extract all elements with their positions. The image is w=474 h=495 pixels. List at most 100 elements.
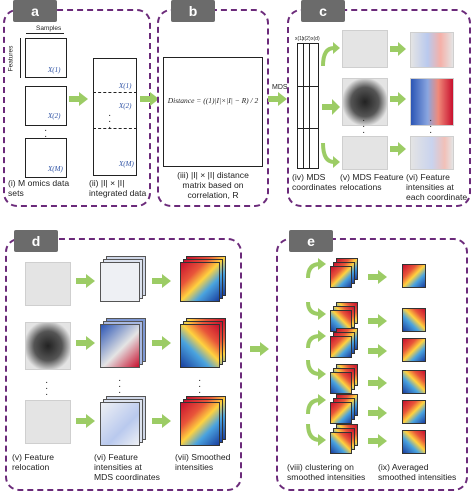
panel-a — [3, 9, 151, 207]
matrix-x2-label: X(2) — [48, 112, 61, 120]
d-stack-2-tile-1 — [100, 324, 140, 368]
caption-ix-line2: smoothed intensities — [378, 472, 457, 482]
int-ellipsis: ··· — [108, 110, 112, 133]
d-scatter-1 — [25, 262, 71, 306]
int-x1-label: X(1) — [119, 82, 132, 90]
caption-vi-c-line2: intensities at — [406, 182, 454, 192]
matrix-x1 — [25, 38, 67, 78]
caption-vi-d: (vi) Feature intensities at MDS coordina… — [94, 452, 160, 482]
avg-map-3 — [402, 338, 426, 362]
d-scatter-2 — [25, 322, 71, 370]
mds-col-x1: x(1) — [295, 36, 304, 42]
integrated-divider-1 — [93, 92, 137, 93]
mds-coordinates-matrix — [297, 43, 319, 169]
mds-scatter-1 — [342, 30, 388, 68]
samples-label: Samples — [36, 25, 62, 32]
caption-iii-line2: matrix based on — [182, 180, 244, 190]
intensity-scatter-3 — [410, 136, 454, 170]
caption-vi-c-line1: (vi) Feature — [406, 172, 450, 182]
d-ellipsis-1: ··· — [45, 377, 49, 400]
panel-e — [276, 238, 468, 491]
panel-tag-e: e — [289, 230, 333, 252]
arrow-d-to-e — [250, 342, 269, 356]
mds-col-line-2 — [309, 43, 310, 169]
panel-tag-d: d — [14, 230, 58, 252]
caption-iv-line2: coordinates — [292, 182, 337, 192]
arrow-b-to-c — [268, 92, 287, 106]
caption-ix: (ix) Averaged smoothed intensities — [378, 462, 456, 482]
int-x2-label: X(2) — [119, 102, 132, 110]
integrated-divider-2 — [93, 128, 137, 129]
caption-ii: (ii) |I| × |I| integrated data — [89, 178, 146, 198]
mds-row-line-1 — [297, 86, 319, 87]
caption-vii-d-line1: (vii) Smoothed — [175, 452, 231, 462]
caption-vi-d-line3: MDS coordinates — [94, 472, 160, 482]
matrix-x2 — [25, 86, 67, 126]
e-c3-t1 — [330, 336, 352, 358]
caption-v-d-line1: (v) Feature — [12, 452, 55, 462]
arrows-d-col2 — [152, 274, 171, 428]
panel-tag-b: b — [171, 0, 215, 22]
avg-map-1 — [402, 264, 426, 288]
features-axis — [20, 38, 21, 78]
d-smooth-2-tile-1 — [180, 324, 220, 368]
caption-vi-d-line1: (vi) Feature — [94, 452, 138, 462]
caption-iv-line1: (iv) MDS — [292, 172, 326, 182]
d-ellipsis-3: ··· — [198, 375, 202, 398]
caption-iv: (iv) MDS coordinates — [292, 172, 336, 192]
avg-map-6 — [402, 430, 426, 454]
d-stack-1-tile-1 — [100, 262, 140, 302]
caption-vii-d-line2: intensities — [175, 462, 214, 472]
samples-axis — [26, 33, 64, 34]
caption-i: (i) M omics data sets — [8, 178, 69, 198]
caption-viii: (viii) clustering on smoothed intensitie… — [287, 462, 365, 482]
caption-iii-line1: (iii) |I| × |I| distance — [177, 170, 249, 180]
e-c1-t1 — [330, 266, 352, 288]
mds-col-line-1 — [303, 43, 304, 169]
mds-scatter-2 — [342, 78, 388, 126]
arrow-ii-to-b — [140, 92, 159, 106]
arrows-e-branch — [306, 258, 326, 446]
panel-tag-a: a — [13, 0, 57, 22]
arrows-e-to-avg — [368, 270, 387, 448]
e-c6-t1 — [330, 432, 352, 454]
matrix-xm-label: X(M) — [48, 165, 63, 173]
caption-ii-line2: integrated data — [89, 188, 147, 198]
c-ellipsis-1: ··· — [362, 115, 366, 138]
intensity-scatter-1 — [410, 32, 454, 68]
caption-v-d-line2: relocation — [12, 462, 50, 472]
caption-v-c-line2: relocations — [340, 182, 382, 192]
e-c5-t1 — [330, 402, 352, 424]
intensity-scatter-2 — [410, 78, 454, 126]
caption-v-c-line1: (v) MDS Feature — [340, 172, 404, 182]
integrated-matrix — [93, 58, 137, 176]
distance-matrix — [163, 57, 263, 167]
caption-vi-c: (vi) Feature intensities at each coordin… — [406, 172, 467, 202]
caption-iii: (iii) |I| × |I| distance matrix based on… — [167, 170, 259, 200]
mds-label: MDS — [272, 84, 288, 91]
mds-col-x2: x(2) — [302, 36, 311, 42]
caption-vi-c-line3: each coordinate — [406, 192, 468, 202]
panel-tag-c: c — [301, 0, 345, 22]
caption-ii-line1: (ii) |I| × |I| — [89, 178, 125, 188]
panel-d — [5, 238, 242, 491]
e-c4-t1 — [330, 372, 352, 394]
arrows-c-v-to-vi — [390, 42, 406, 156]
arrow-a-to-ii — [69, 92, 88, 106]
caption-i-line2: sets — [8, 188, 24, 198]
distance-formula: Distance = ((1)|I|×|I| − R) / 2 — [167, 96, 259, 105]
avg-map-5 — [402, 400, 426, 424]
caption-v-d: (v) Feature relocation — [12, 452, 54, 472]
avg-map-4 — [402, 370, 426, 394]
d-ellipsis-2: ··· — [118, 375, 122, 398]
arrows-d-col1 — [76, 274, 95, 428]
d-scatter-3 — [25, 400, 71, 444]
mds-row-line-2 — [297, 128, 319, 129]
caption-viii-line1: (viii) clustering on — [287, 462, 354, 472]
caption-viii-line2: smoothed intensities — [287, 472, 366, 482]
matrix-xm — [25, 138, 67, 178]
matrix-x1-label: X(1) — [48, 66, 61, 74]
d-smooth-1-tile-1 — [180, 262, 220, 302]
caption-vii-d: (vii) Smoothed intensities — [175, 452, 230, 472]
arrows-c-branch — [321, 42, 340, 168]
